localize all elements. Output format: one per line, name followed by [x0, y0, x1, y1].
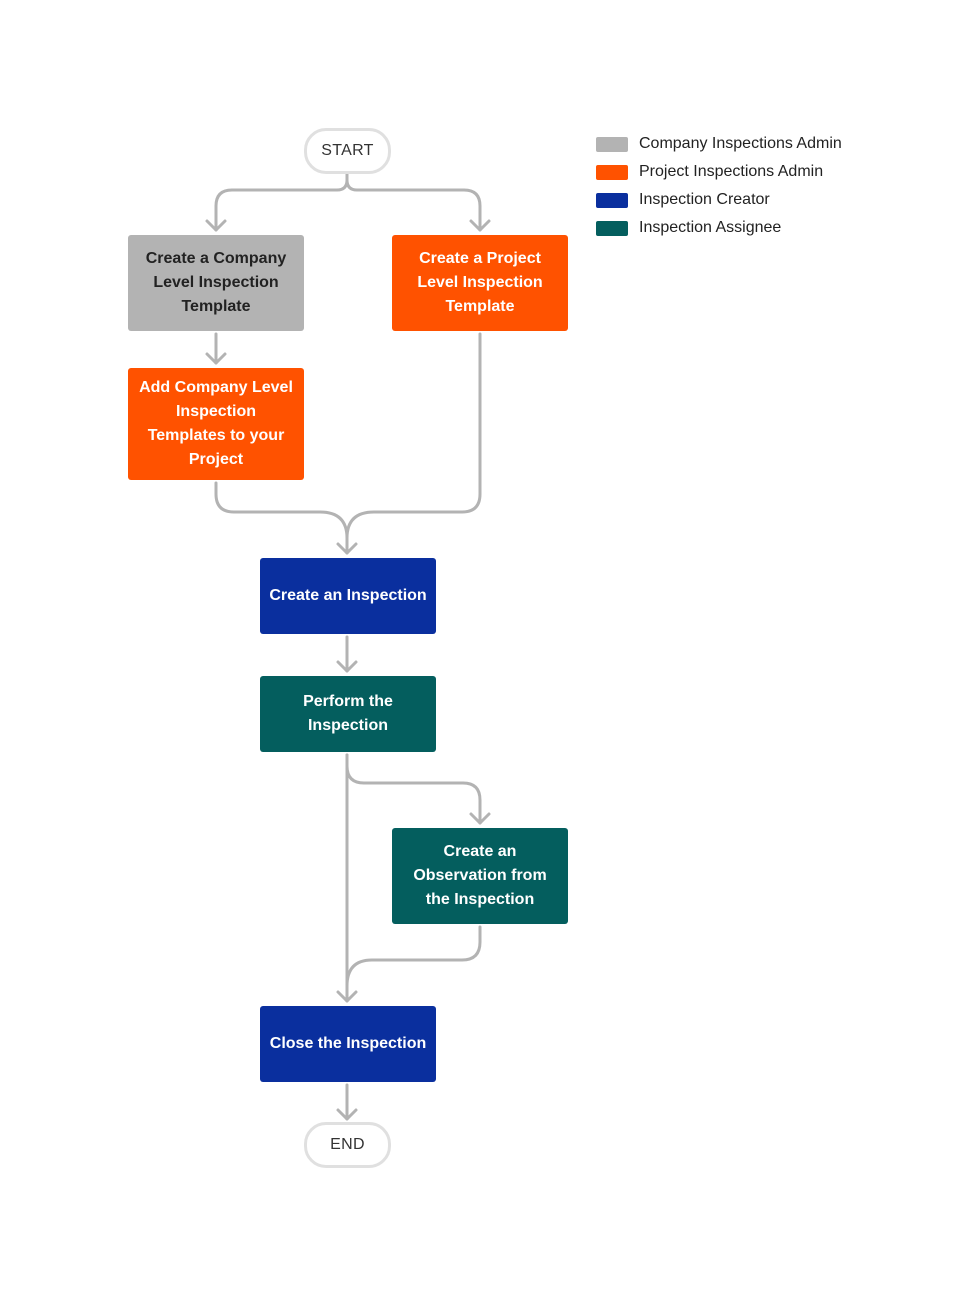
node-add-company-templates: Add Company Level Inspection Templates t… [128, 368, 304, 480]
connector-start-to-company-template [214, 170, 349, 232]
arrowhead-close [336, 990, 358, 1003]
start-node: START [304, 128, 391, 174]
legend-label: Inspection Creator [639, 191, 770, 208]
arrowhead-perform [336, 660, 358, 673]
legend-item-inspection-creator: Inspection Creator [596, 186, 842, 214]
node-create-project-template-label: Create a Project Level Inspection Templa… [417, 250, 543, 315]
arrowhead-add-templates [205, 352, 227, 365]
node-create-inspection-label: Create an Inspection [269, 587, 427, 604]
legend-swatch [596, 220, 628, 236]
arrowhead-create-inspection [336, 542, 358, 555]
node-create-observation-label: Create an Observation from the Inspectio… [413, 843, 547, 908]
arrowhead-end [336, 1108, 358, 1121]
connector-project-to-create [345, 332, 482, 540]
connector-add-to-create [214, 481, 349, 555]
node-create-observation: Create an Observation from the Inspectio… [392, 828, 568, 924]
node-close-inspection-label: Close the Inspection [269, 1035, 427, 1052]
connector-start-to-project-template [345, 170, 482, 232]
node-create-company-template-label: Create a Company Level Inspection Templa… [145, 250, 287, 315]
start-label: START [321, 142, 374, 159]
legend-swatch [596, 192, 628, 208]
legend-swatch [596, 164, 628, 180]
legend-item-company-admin: Company Inspections Admin [596, 130, 842, 158]
node-close-inspection: Close the Inspection [260, 1006, 436, 1082]
legend-label: Company Inspections Admin [639, 135, 842, 152]
node-perform-inspection: Perform the Inspection [260, 676, 436, 752]
node-create-company-template: Create a Company Level Inspection Templa… [128, 235, 304, 331]
legend-label: Inspection Assignee [639, 219, 782, 236]
arrowhead-project-template [469, 219, 491, 232]
legend-label: Project Inspections Admin [639, 163, 824, 180]
node-create-inspection: Create an Inspection [260, 558, 436, 634]
node-add-company-templates-label: Add Company Level Inspection Templates t… [139, 379, 293, 468]
legend-item-inspection-assignee: Inspection Assignee [596, 214, 842, 242]
end-label: END [330, 1136, 365, 1153]
arrowhead-observation [469, 812, 491, 825]
node-create-project-template: Create a Project Level Inspection Templa… [392, 235, 568, 331]
legend: Company Inspections Admin Project Inspec… [596, 130, 842, 242]
legend-item-project-admin: Project Inspections Admin [596, 158, 842, 186]
legend-swatch [596, 136, 628, 152]
connector-observation-to-close [345, 925, 482, 988]
connector-perform-to-observation [345, 753, 482, 825]
node-perform-inspection-label: Perform the Inspection [303, 693, 393, 734]
arrowhead-company-template [205, 219, 227, 232]
end-node: END [304, 1122, 391, 1168]
